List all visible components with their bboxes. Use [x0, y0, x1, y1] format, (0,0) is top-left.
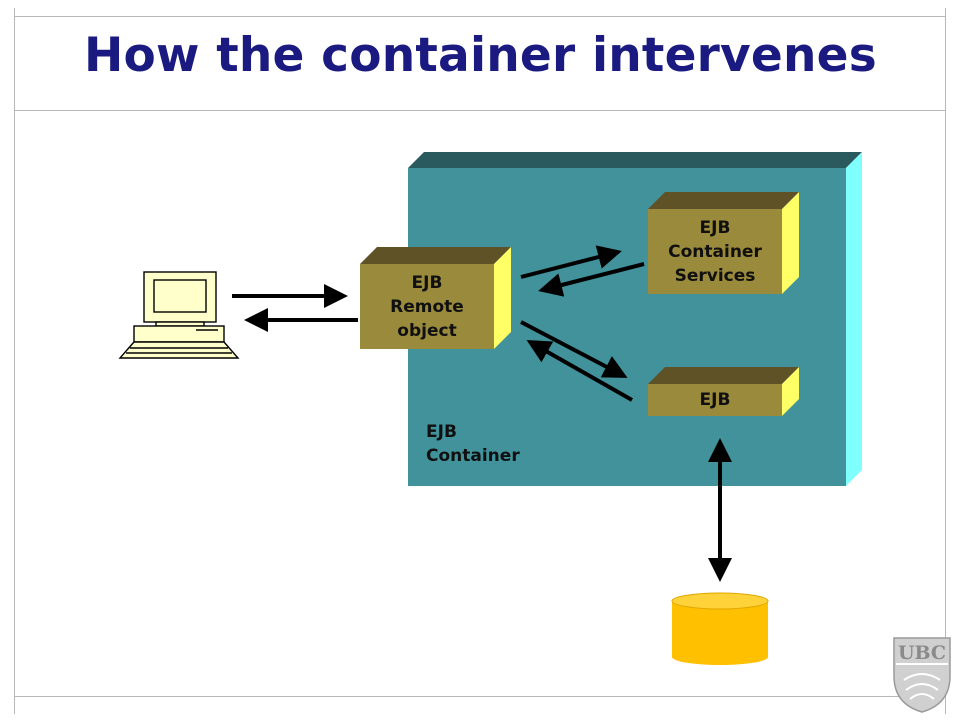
container-services-label-line3: Services — [674, 265, 756, 286]
remote-object-label-line1: EJB — [411, 272, 443, 293]
computer-icon — [118, 271, 240, 359]
container-label-line2: Container — [426, 446, 520, 466]
ejb-box-label-line1: EJB — [699, 390, 731, 410]
ejb-box-label: EJB — [648, 384, 782, 416]
container-services-box — [648, 192, 799, 294]
ubc-logo-text: UBC — [898, 642, 946, 664]
remote-object-label-line3: object — [397, 320, 457, 341]
remote-object-label: EJB Remote object — [360, 264, 494, 349]
ejb-box — [648, 367, 799, 416]
container-services-label: EJB Container Services — [648, 209, 782, 294]
arrow-services-to-remote — [538, 262, 645, 297]
database-icon — [671, 592, 769, 665]
container-label-line1: EJB — [426, 422, 457, 442]
guide-line-title — [14, 110, 946, 111]
arrow-remote-to-services — [520, 245, 622, 279]
arrow-ejb-to-remote — [526, 340, 633, 402]
container-side-face — [846, 152, 862, 486]
arrows — [232, 245, 732, 582]
container-label: EJB Container — [426, 420, 520, 468]
container-top-face — [408, 152, 862, 168]
container-services-label-line1: EJB — [699, 217, 731, 238]
container-services-label-line2: Container — [668, 241, 762, 262]
guide-line-top — [14, 16, 946, 17]
ubc-crest-logo: UBC — [893, 637, 951, 713]
remote-object-label-line2: Remote — [390, 296, 464, 317]
page-title: How the container intervenes — [84, 28, 877, 83]
guide-line-bottom — [14, 696, 946, 697]
arrow-remote-to-ejb — [520, 320, 628, 378]
remote-object-box — [360, 247, 511, 349]
guide-line-left — [14, 8, 15, 714]
guide-line-right — [945, 8, 946, 714]
